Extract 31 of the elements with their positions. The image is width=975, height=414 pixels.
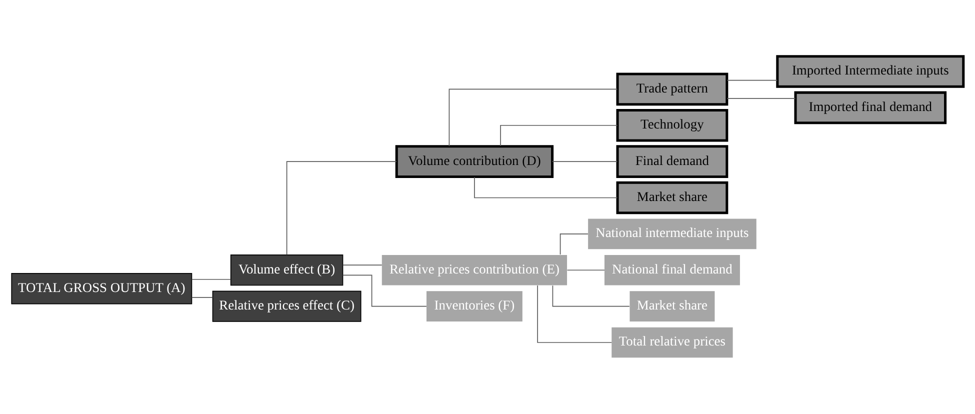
connector xyxy=(342,264,382,266)
connector xyxy=(566,270,605,271)
node-box: Inventories (F) xyxy=(426,291,522,322)
node-box: TOTAL GROSS OUTPUT (A) xyxy=(11,273,192,304)
connector xyxy=(191,297,214,298)
node-box: Market share xyxy=(616,181,728,214)
connector xyxy=(537,285,612,343)
node-box: Relative prices contribution (E) xyxy=(382,254,568,286)
node-box: Volume contribution (D) xyxy=(395,145,554,178)
connector xyxy=(726,98,796,99)
connector xyxy=(726,80,778,81)
connector xyxy=(552,161,618,162)
node-box: Market share xyxy=(630,291,715,322)
node-box: Volume effect (B) xyxy=(230,254,344,286)
connector xyxy=(500,124,618,146)
connector xyxy=(552,285,630,307)
node-box: National final demand xyxy=(604,254,740,286)
node-box: Final demand xyxy=(616,145,728,178)
connector xyxy=(191,278,232,280)
node-box: National intermediate inputs xyxy=(588,218,756,250)
connector xyxy=(560,234,588,255)
connector xyxy=(342,274,427,307)
node-box: Relative prices effect (C) xyxy=(212,290,362,322)
node-box: Trade pattern xyxy=(616,72,728,106)
node-box: Imported Intermediate inputs xyxy=(776,55,965,88)
node-box: Total relative prices xyxy=(612,327,733,358)
connector xyxy=(448,88,618,147)
connector xyxy=(474,176,618,198)
node-box: Imported final demand xyxy=(794,91,947,124)
node-box: Technology xyxy=(616,108,728,142)
connector xyxy=(286,161,397,256)
